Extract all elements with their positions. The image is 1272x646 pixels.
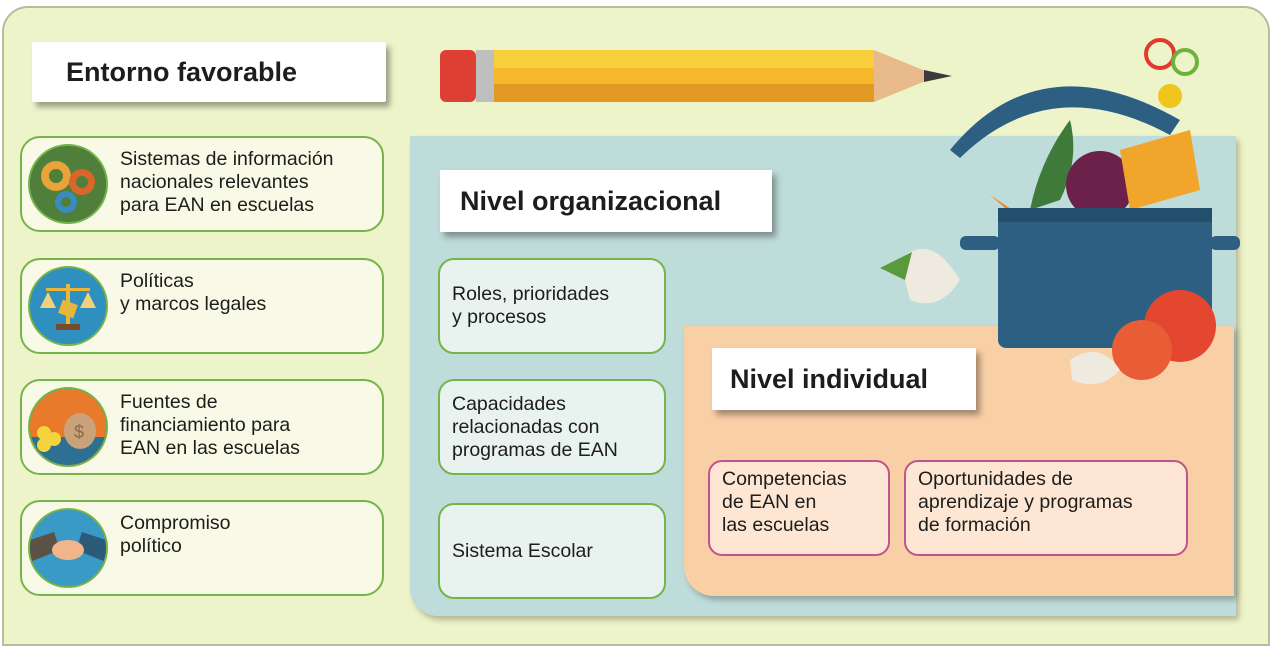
gears-icon (28, 144, 108, 224)
entorno-item-label: Políticas y marcos legales (120, 270, 267, 315)
handshake-icon (28, 508, 108, 588)
entorno-item-label: Sistemas de información nacionales relev… (120, 148, 334, 216)
entorno-item-compromiso: Compromiso político (20, 500, 384, 596)
entorno-item-label: Compromiso político (120, 512, 231, 557)
individual-title: Nivel individual (712, 348, 976, 410)
organizacional-item: Sistema Escolar (438, 503, 666, 599)
entorno-item-sistemas: Sistemas de información nacionales relev… (20, 136, 384, 232)
scales-icon (28, 266, 108, 346)
organizacional-item: Roles, prioridades y procesos (438, 258, 666, 354)
entorno-title: Entorno favorable (32, 42, 386, 102)
entorno-item-financiamiento: $ Fuentes de financiamiento para EAN en … (20, 379, 384, 475)
money-bag-icon: $ (28, 387, 108, 467)
svg-text:$: $ (74, 422, 84, 442)
pencil-icon (440, 50, 952, 102)
entorno-item-label: Fuentes de financiamiento para EAN en la… (120, 391, 300, 459)
individual-item: Competencias de EAN en las escuelas (708, 460, 890, 556)
cooking-pot-icon (880, 38, 1240, 385)
entorno-item-politicas: Políticas y marcos legales (20, 258, 384, 354)
individual-item: Oportunidades de aprendizaje y programas… (904, 460, 1188, 556)
organizacional-title: Nivel organizacional (440, 170, 772, 232)
organizacional-item: Capacidades relacionadas con programas d… (438, 379, 666, 475)
